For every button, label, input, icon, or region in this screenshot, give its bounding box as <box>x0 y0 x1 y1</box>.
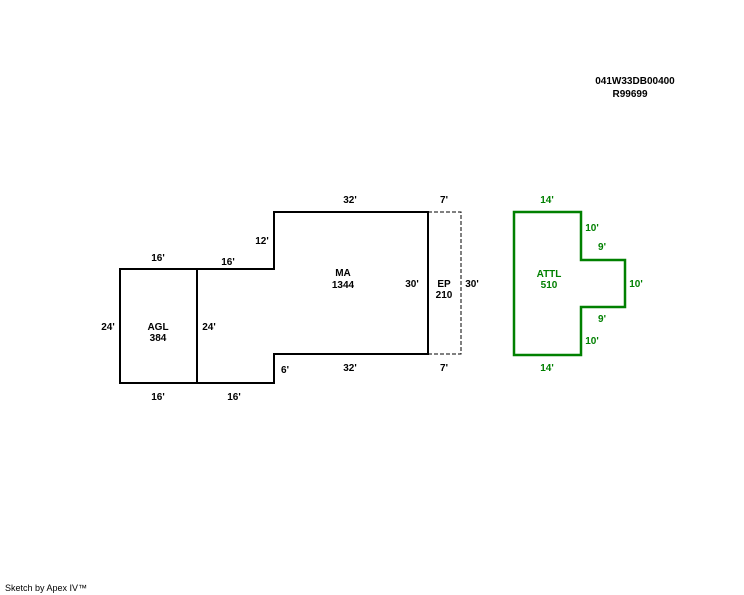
dim-agl-left: 24' <box>101 322 115 333</box>
dim-attl-upper-right: 10' <box>585 223 599 234</box>
dim-ma-step-top: 12' <box>255 236 269 247</box>
dim-attl-lower-step: 9' <box>598 314 606 325</box>
dim-agl-bottom: 16' <box>151 392 165 403</box>
dim-ep-top: 7' <box>440 195 448 206</box>
attl-code: ATTL <box>537 269 562 280</box>
attl-area: 510 <box>541 280 558 291</box>
dim-ep-right: 30' <box>465 279 479 290</box>
area-ep <box>428 211 462 355</box>
ep-code: EP <box>437 279 451 290</box>
ma-code: MA <box>335 268 351 279</box>
dim-ep-bottom: 7' <box>440 363 448 374</box>
dim-agl-top: 16' <box>151 253 165 264</box>
area-agl <box>119 268 197 384</box>
dim-ma-step-bottom: 6' <box>281 365 289 376</box>
account-number: R99699 <box>612 89 648 100</box>
dim-attl-top: 14' <box>540 195 554 206</box>
footer-credit: Sketch by Apex IV™ <box>5 583 88 593</box>
dim-attl-lower-right: 10' <box>585 336 599 347</box>
dim-attl-upper-step: 9' <box>598 242 606 253</box>
dim-ma-bottom: 32' <box>343 363 357 374</box>
ep-area: 210 <box>436 290 453 301</box>
dim-attl-bottom: 14' <box>540 363 554 374</box>
dim-attl-right: 10' <box>629 279 643 290</box>
parcel-id: 041W33DB00400 <box>595 76 675 87</box>
agl-area: 384 <box>150 333 167 344</box>
ma-outline <box>196 211 429 384</box>
dim-ma-right: 30' <box>405 279 419 290</box>
area-attl <box>512 210 627 357</box>
dim-ma-left-top: 16' <box>221 257 235 268</box>
dim-ma-left-bottom: 16' <box>227 392 241 403</box>
dim-ma-top: 32' <box>343 195 357 206</box>
ma-area: 1344 <box>332 280 355 291</box>
ep-outline <box>428 211 462 355</box>
agl-code: AGL <box>147 322 168 333</box>
area-ma <box>196 211 429 384</box>
attl-outline <box>512 210 627 357</box>
agl-outline <box>119 268 197 384</box>
dim-ma-inner-left: 24' <box>202 322 216 333</box>
